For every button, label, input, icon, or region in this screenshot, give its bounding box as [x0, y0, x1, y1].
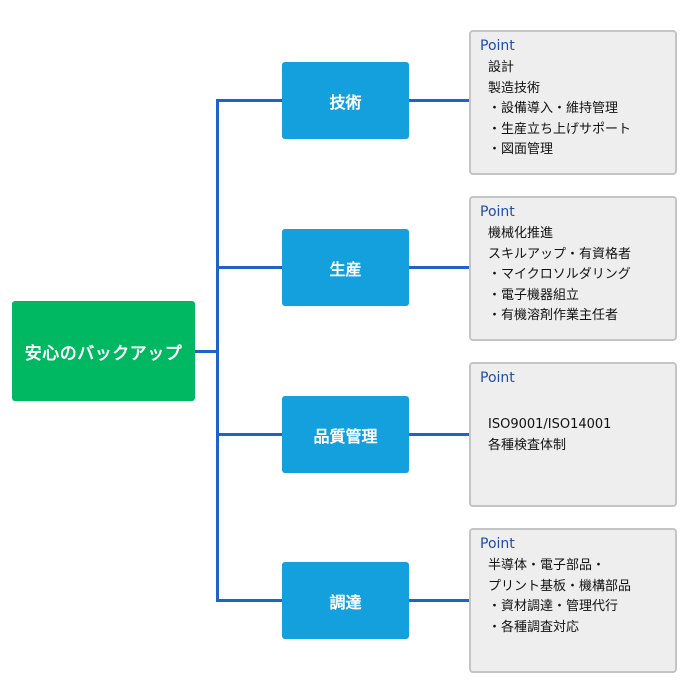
connector-branch-2 [216, 266, 282, 269]
root-node: 安心のバックアップ [12, 301, 195, 401]
connector-root-trunk [195, 350, 218, 353]
point-lines: 半導体・電子部品・ プリント基板・機構部品 ・資材調達・管理代行 ・各種調査対応 [480, 556, 675, 638]
connector-branch-4 [216, 599, 282, 602]
point-title: Point [480, 536, 515, 552]
connector-branch-3 [216, 433, 282, 436]
category-node-gijutsu: 技術 [282, 62, 409, 139]
point-line: スキルアップ・有資格者 [488, 246, 632, 262]
point-line: ISO9001/ISO14001 [488, 417, 612, 432]
point-line: ・生産立ち上げサポート [488, 121, 632, 137]
connector-point-3 [409, 433, 469, 436]
point-box-seisan: Point 機械化推進 スキルアップ・有資格者 ・マイクロソルダリング ・電子機… [469, 196, 677, 341]
point-title: Point [480, 38, 515, 54]
connector-branch-1 [216, 99, 282, 102]
point-line: 製造技術 [488, 80, 541, 96]
point-line: 各種検査体制 [488, 437, 567, 453]
point-title: Point [480, 204, 515, 220]
point-lines: 設計 製造技術 ・設備導入・維持管理 ・生産立ち上げサポート ・図面管理 [480, 58, 675, 161]
root-label: 安心のバックアップ [24, 343, 183, 364]
point-title: Point [480, 370, 515, 386]
category-label: 調達 [329, 592, 362, 612]
connector-vertical-trunk [216, 99, 219, 602]
category-label: 生産 [329, 259, 362, 279]
category-node-seisan: 生産 [282, 229, 409, 306]
point-line: プリント基板・機構部品 [488, 578, 632, 594]
category-node-hinshitsu-kanri: 品質管理 [282, 396, 409, 473]
point-line: ・資材調達・管理代行 [488, 599, 619, 614]
point-line: ・電子機器組立 [488, 287, 580, 303]
connector-point-4 [409, 599, 469, 602]
category-node-chotatsu: 調達 [282, 562, 409, 639]
point-line: ・有機溶剤作業主任者 [488, 308, 619, 323]
connector-point-2 [409, 266, 469, 269]
point-line: 設計 [488, 60, 515, 75]
point-line: 半導体・電子部品・ [488, 558, 606, 573]
point-line: ・各種調査対応 [488, 619, 580, 635]
point-line: ・マイクロソルダリング [488, 267, 631, 282]
point-line: ・図面管理 [488, 142, 554, 157]
point-box-gijutsu: Point 設計 製造技術 ・設備導入・維持管理 ・生産立ち上げサポート ・図面… [469, 30, 677, 175]
category-label: 技術 [329, 92, 362, 112]
point-lines: ISO9001/ISO14001 各種検査体制 [480, 415, 675, 456]
point-box-chotatsu: Point 半導体・電子部品・ プリント基板・機構部品 ・資材調達・管理代行 ・… [469, 528, 677, 673]
point-lines: 機械化推進 スキルアップ・有資格者 ・マイクロソルダリング ・電子機器組立 ・有… [480, 224, 675, 327]
point-box-hinshitsu-kanri: Point ISO9001/ISO14001 各種検査体制 [469, 362, 677, 507]
connector-point-1 [409, 99, 469, 102]
point-line: ・設備導入・維持管理 [488, 101, 619, 116]
category-label: 品質管理 [313, 426, 378, 446]
point-line: 機械化推進 [488, 226, 554, 241]
